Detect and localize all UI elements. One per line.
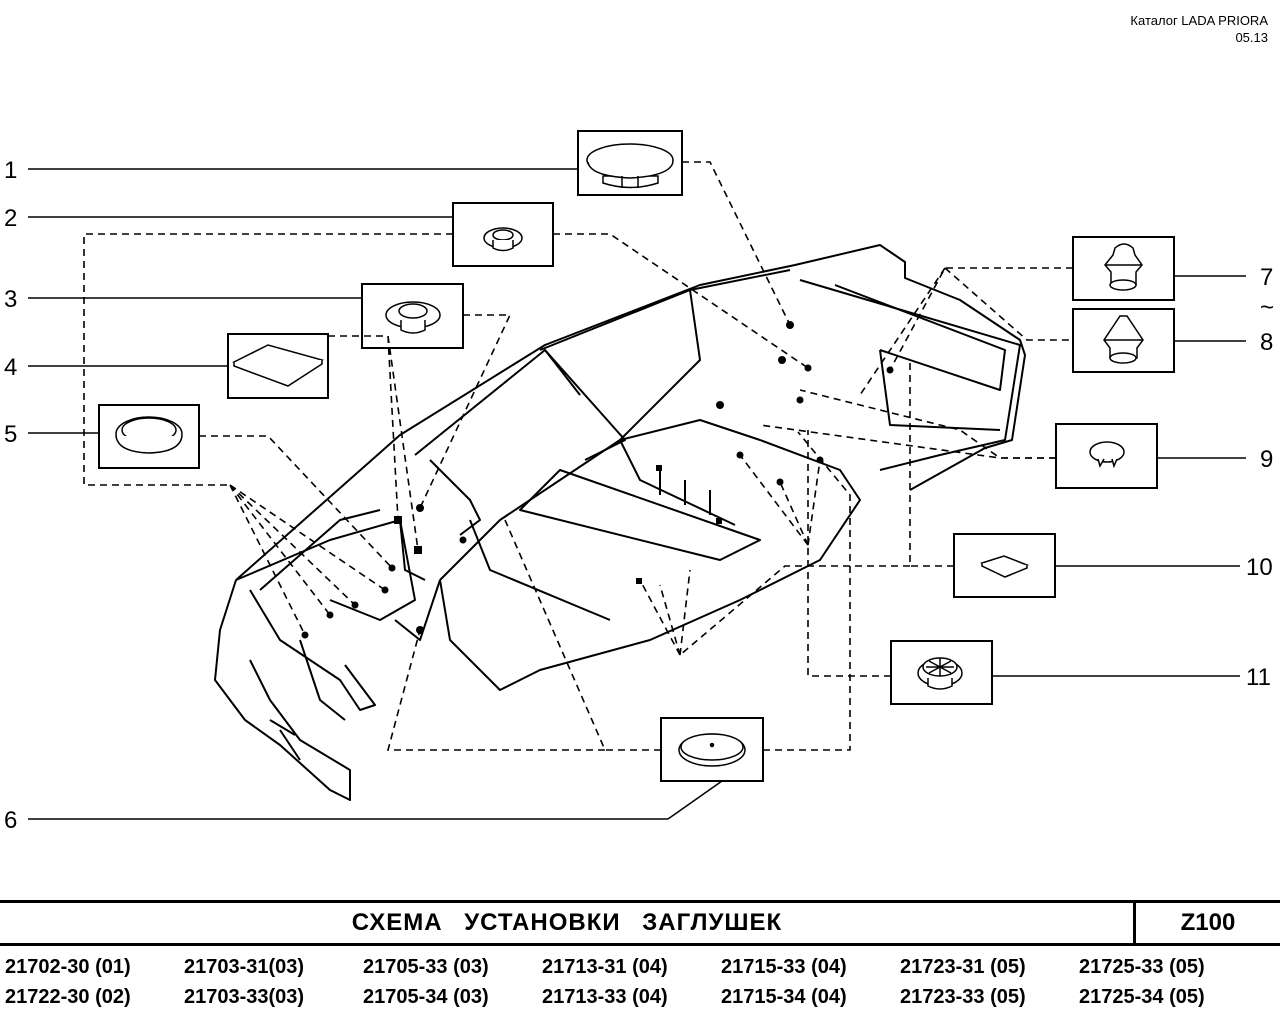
catalog-date: 05.13 (1235, 30, 1268, 45)
part-box-3 (361, 283, 464, 349)
title-divider (1133, 903, 1136, 943)
model-code: 21705-33 (03) (363, 956, 489, 978)
model-code: 21705-34 (03) (363, 986, 489, 1008)
callout-9: 9 (1260, 446, 1273, 473)
plug-installation-diagram: 1 2 3 4 5 6 7 ~ 8 9 10 11 (4, 130, 1274, 834)
model-code: 21723-33 (05) (900, 986, 1026, 1008)
part-box-9 (1055, 423, 1158, 489)
ribbed-grommet-icon (917, 657, 963, 690)
round-cap-icon (115, 416, 183, 454)
grommet-icon (385, 301, 441, 334)
model-code: 21713-33 (04) (542, 986, 668, 1008)
catalog-name: Каталог LADA PRIORA (1130, 13, 1268, 28)
part-boxes (98, 130, 1175, 782)
car-body-drawing (214, 244, 1026, 801)
callout-5: 5 (4, 421, 17, 448)
dome-cap-icon (1089, 441, 1125, 469)
callout-7: 7 (1260, 264, 1273, 291)
part-box-11 (890, 640, 993, 705)
callout-2: 2 (4, 205, 17, 232)
model-code: 21722-30 (02) (5, 986, 131, 1008)
callout-6: 6 (4, 807, 17, 834)
model-code: 21725-34 (05) (1079, 986, 1205, 1008)
callout-1: 1 (4, 157, 17, 184)
callout-tilde: ~ (1260, 294, 1274, 321)
stepped-pin-icon (1104, 243, 1143, 291)
cone-pin-icon (1103, 315, 1144, 364)
callout-11: 11 (1246, 664, 1271, 691)
part-box-1 (577, 130, 683, 196)
small-pad-icon (979, 555, 1030, 578)
model-code: 21723-31 (05) (900, 956, 1026, 978)
flat-pad-icon (232, 344, 324, 387)
model-code: 21715-34 (04) (721, 986, 847, 1008)
title-bar: СХЕМА УСТАНОВКИ ЗАГЛУШЕК Z100 (0, 900, 1280, 946)
install-points (301, 321, 894, 639)
diagram-title: СХЕМА УСТАНОВКИ ЗАГЛУШЕК (351, 909, 783, 936)
page-code: Z100 (1180, 909, 1236, 936)
callout-10: 10 (1246, 554, 1273, 581)
dashed-pointer-lines (83, 161, 1073, 751)
model-code: 21703-33(03) (184, 986, 305, 1008)
callout-3: 3 (4, 286, 17, 313)
grommet-small-icon (483, 227, 523, 252)
flat-disc-icon (678, 733, 746, 767)
plug-cap-icon (586, 143, 674, 189)
model-code: 21713-31 (04) (542, 956, 668, 978)
callout-numbers: 1 2 3 4 5 6 7 ~ 8 9 10 11 (4, 157, 1274, 834)
model-code: 21702-30 (01) (5, 956, 131, 978)
model-code: 21703-31(03) (184, 956, 305, 978)
leader-lines (28, 168, 1246, 820)
callout-8: 8 (1260, 329, 1273, 356)
callout-4: 4 (4, 354, 17, 381)
model-code: 21725-33 (05) (1079, 956, 1205, 978)
model-code: 21715-33 (04) (721, 956, 847, 978)
part-icons (115, 143, 1144, 767)
catalog-header: Каталог LADA PRIORA 05.13 (1130, 12, 1268, 46)
